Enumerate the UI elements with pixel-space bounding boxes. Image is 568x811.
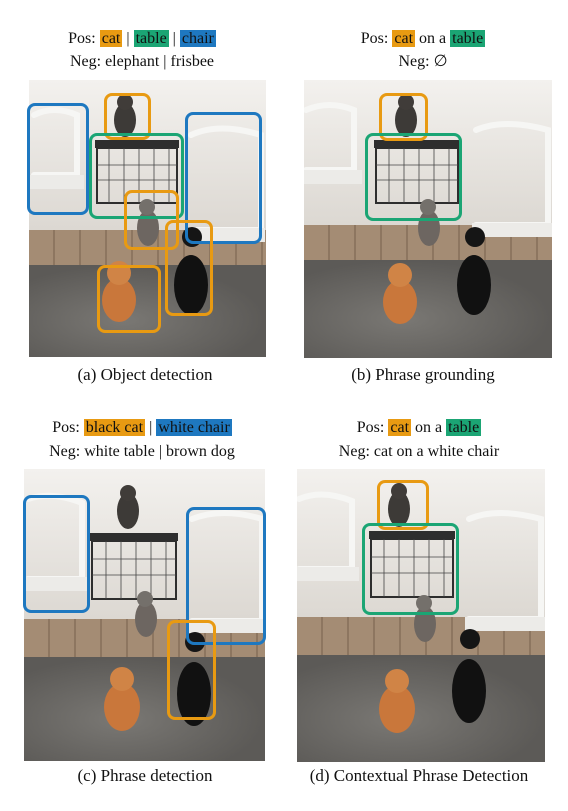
scene-photo bbox=[24, 469, 265, 761]
negative-prompt: Neg: white table | brown dog bbox=[0, 441, 284, 462]
tag-chair: chair bbox=[179, 30, 216, 47]
scene-photo bbox=[304, 80, 552, 358]
tag-table: table bbox=[450, 30, 486, 47]
bbox-table bbox=[362, 523, 459, 615]
separator: | bbox=[149, 419, 153, 436]
positive-prompt: Pos: black cat | white chair bbox=[0, 417, 284, 438]
tag-table: table bbox=[446, 419, 482, 436]
neg-text: ∅ bbox=[433, 53, 448, 70]
pos-label: Pos: bbox=[356, 419, 385, 436]
scene-illustration bbox=[24, 485, 265, 731]
separator: | bbox=[163, 53, 167, 70]
neg-label: Neg: bbox=[338, 443, 370, 460]
panel-phrase-grounding: Pos: cat on a table Neg: ∅ bbox=[284, 0, 568, 405]
scene-illustration bbox=[297, 483, 545, 733]
bbox-chair-left bbox=[27, 103, 89, 215]
bbox-chair-right bbox=[185, 112, 262, 244]
tag-cat: cat bbox=[392, 30, 416, 47]
tag-black-cat: black cat bbox=[83, 419, 146, 436]
separator: | bbox=[158, 443, 163, 460]
tag-cat: cat bbox=[99, 30, 123, 47]
pos-label: Pos: bbox=[68, 30, 96, 47]
neg-term: frisbee bbox=[170, 53, 215, 70]
neg-label: Neg: bbox=[69, 53, 102, 70]
neg-label: Neg: bbox=[49, 443, 81, 460]
tag-cat: cat bbox=[388, 419, 412, 436]
neg-term: brown dog bbox=[166, 443, 235, 460]
negative-prompt: Neg: elephant | frisbee bbox=[0, 51, 284, 72]
pos-label: Pos: bbox=[52, 419, 80, 436]
bbox-white-chair-left bbox=[23, 495, 90, 613]
pos-label: Pos: bbox=[360, 30, 389, 47]
neg-label: Neg: bbox=[398, 53, 430, 70]
positive-prompt: Pos: cat on a table bbox=[284, 28, 562, 49]
panel-phrase-detection: Pos: black cat | white chair Neg: white … bbox=[0, 405, 284, 811]
tag-table: table bbox=[133, 30, 169, 47]
bbox-cat-on-table bbox=[379, 93, 428, 141]
scene-photo bbox=[29, 80, 266, 357]
bbox-black-cat bbox=[167, 620, 216, 720]
scene-illustration bbox=[304, 94, 552, 324]
positive-prompt: Pos: cat on a table bbox=[284, 417, 554, 438]
bbox-table bbox=[365, 133, 462, 221]
bbox-cat-on-table bbox=[377, 480, 429, 530]
caption: (d) Contextual Phrase Detection bbox=[309, 766, 529, 785]
caption: (b) Phrase grounding bbox=[351, 365, 495, 384]
bbox-cat-orange bbox=[97, 265, 161, 333]
scene-photo bbox=[297, 469, 545, 762]
positive-prompt: Pos: cat | table | chair bbox=[0, 28, 284, 49]
separator: | bbox=[126, 30, 130, 47]
caption: (a) Object detection bbox=[77, 365, 213, 384]
panel-object-detection: Pos: cat | table | chair Neg: elephant |… bbox=[0, 0, 284, 405]
separator: | bbox=[172, 30, 176, 47]
pos-join: on a bbox=[419, 30, 447, 47]
neg-term: elephant bbox=[105, 53, 160, 70]
neg-text: cat on a white chair bbox=[373, 443, 500, 460]
negative-prompt: Neg: cat on a white chair bbox=[284, 441, 554, 462]
pos-join: on a bbox=[415, 419, 443, 436]
bbox-cat-on-table bbox=[104, 93, 151, 140]
bbox-white-chair-right bbox=[186, 507, 266, 645]
neg-term: white table bbox=[84, 443, 155, 460]
bbox-cat-black bbox=[165, 220, 213, 316]
negative-prompt: Neg: ∅ bbox=[284, 51, 562, 72]
tag-white-chair: white chair bbox=[156, 419, 232, 436]
caption: (c) Phrase detection bbox=[77, 766, 213, 785]
panel-contextual-phrase-detection: Pos: cat on a table Neg: cat on a white … bbox=[284, 405, 568, 811]
bbox-table bbox=[89, 133, 184, 219]
